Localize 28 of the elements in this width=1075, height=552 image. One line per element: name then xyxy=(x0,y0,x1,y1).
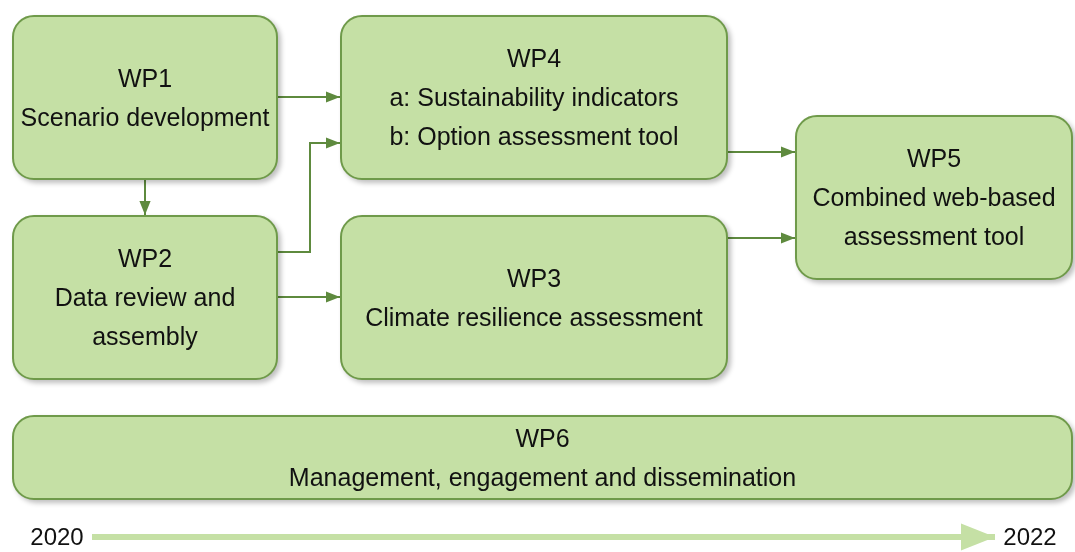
arrow xyxy=(277,91,341,103)
work-package-box xyxy=(12,415,1073,500)
work-package-box xyxy=(12,215,278,380)
package-description: Scenario development xyxy=(20,101,270,133)
package-description: a: Sustainability indicators xyxy=(389,82,679,114)
package-title: WP3 xyxy=(506,262,562,294)
arrow xyxy=(277,291,341,303)
arrow xyxy=(277,137,341,253)
package-description: Data review and assembly xyxy=(53,282,237,352)
package-title: WP4 xyxy=(506,43,562,75)
package-title: WP6 xyxy=(515,422,570,454)
package-title: WP5 xyxy=(906,143,962,175)
package-title: WP2 xyxy=(117,243,173,275)
work-package-box xyxy=(12,15,278,180)
arrow xyxy=(139,179,151,216)
arrow xyxy=(727,232,796,244)
package-description: Combined web-based assessment tool xyxy=(811,182,1057,252)
work-package-box xyxy=(795,115,1073,280)
package-title: WP1 xyxy=(117,62,173,94)
work-package-box xyxy=(340,15,728,180)
package-description: Climate resilience assessment xyxy=(365,301,703,333)
work-package-box xyxy=(340,215,728,380)
timeline-arrow xyxy=(92,523,995,551)
year-label: 2022 xyxy=(995,522,1065,552)
package-description: b: Option assessment tool xyxy=(389,120,679,152)
year-label: 2020 xyxy=(22,522,92,552)
arrow xyxy=(727,146,796,158)
package-description: Management, engagement and dissemination xyxy=(288,461,797,493)
